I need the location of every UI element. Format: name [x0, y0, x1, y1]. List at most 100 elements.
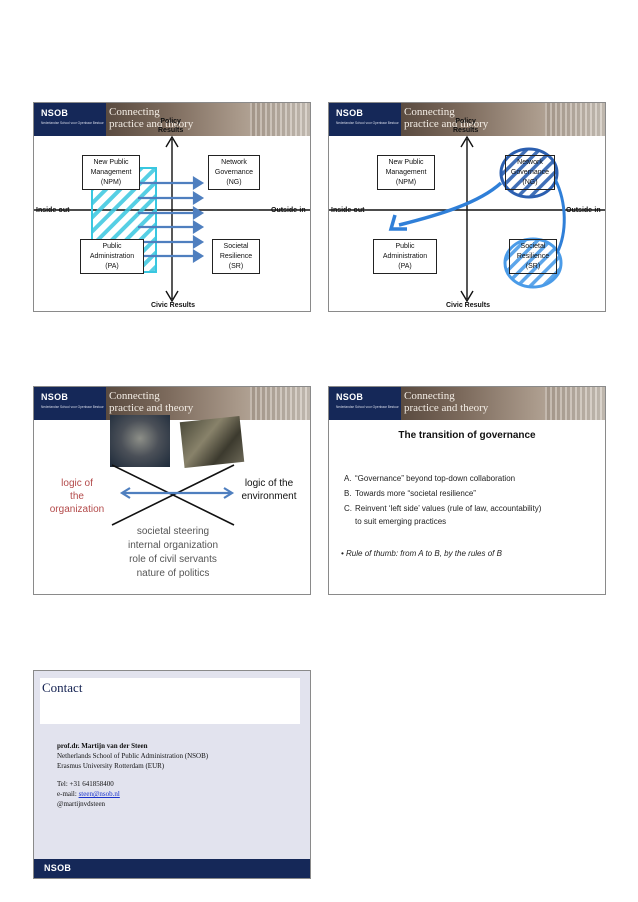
axis-top-label: Policy Results [453, 117, 478, 135]
quadrant-pa: Public Administration (PA) [373, 239, 437, 274]
logo-text: NSOB [336, 108, 364, 118]
logo-text: NSOB [336, 392, 364, 402]
list-item: B.Towards more “societal resilience” [344, 488, 594, 499]
logo-subtitle: Nederlandse School voor Openbaar Bestuur [41, 405, 104, 409]
axis-bottom-label: Civic Results [151, 302, 195, 309]
slide-quadrant-marked: NSOB Nederlandse School voor Openbaar Be… [328, 102, 606, 312]
sr-line3: (SR) [228, 263, 244, 270]
nsob-logo: NSOB Nederlandse School voor Openbaar Be… [34, 103, 106, 136]
slide-header: NSOB Nederlandse School voor Openbaar Be… [329, 387, 605, 420]
npm-line3: (NPM) [100, 179, 122, 186]
quadrant-npm: New Public Management (NPM) [82, 155, 140, 190]
nsob-logo: NSOB Nederlandse School voor Openbaar Be… [329, 103, 401, 136]
email-link[interactable]: steen@nsob.nl [78, 790, 120, 798]
sr-line2: Resilience [219, 253, 253, 260]
logic-environment-label: logic of the environment [234, 477, 304, 503]
axis-top-line2: Results [158, 127, 184, 134]
footer-logo: NSOB [44, 863, 72, 873]
list-item-key: A. [344, 474, 352, 483]
right-logic-line1: logic of the [244, 478, 294, 489]
list-item-continuation: to suit emerging practices [344, 516, 594, 527]
banner-title-line2: practice and theory [404, 118, 489, 130]
left-logic-line1: logic of [61, 478, 93, 489]
axis-top-line1: Policy [455, 118, 476, 125]
banner-title: Connecting practice and theory [404, 390, 488, 414]
list-item-text: to suit emerging practices [355, 517, 447, 526]
pa-line3: (PA) [105, 263, 119, 270]
contact-tel: Tel: +31 641858400 [57, 780, 114, 788]
contact-org2: Erasmus University Rotterdam (EUR) [57, 762, 165, 770]
npm-line2: Management [385, 169, 427, 176]
axis-right-label: Outside-in [566, 207, 601, 214]
list-item-key: C. [344, 504, 352, 513]
theme-item: nature of politics [136, 568, 210, 579]
list-item-key: B. [344, 489, 352, 498]
footer-bar: NSOB [34, 859, 310, 878]
ng-circle-mark [499, 147, 559, 199]
npm-line1: New Public [388, 159, 424, 166]
quadrant-sr: Societal Resilience (SR) [212, 239, 260, 274]
sr-line1: Societal [520, 243, 546, 250]
left-logic-line2: the organization [49, 491, 105, 515]
banner-title-line1: Connecting [109, 390, 160, 402]
slide-title: The transition of governance [398, 430, 536, 441]
contact-org1: Netherlands School of Public Administrat… [57, 752, 209, 760]
logo-text: NSOB [41, 108, 69, 118]
banner-title-line1: Connecting [404, 106, 455, 118]
banner-title: Connecting practice and theory [109, 390, 193, 414]
nsob-logo: NSOB Nederlandse School voor Openbaar Be… [329, 387, 401, 420]
rule-of-thumb: • Rule of thumb: from A to B, by the rul… [341, 549, 502, 558]
pa-line1: Public [102, 243, 122, 250]
quadrant-ng: Network Governance (NG) [208, 155, 260, 190]
logo-subtitle: Nederlandse School voor Openbaar Bestuur [336, 121, 399, 125]
pa-line3: (PA) [398, 263, 412, 270]
slide-logics: NSOB Nederlandse School voor Openbaar Be… [33, 386, 311, 595]
slide-header: NSOB Nederlandse School voor Openbaar Be… [34, 387, 310, 420]
banner-building-image [250, 103, 310, 136]
ng-line2: Governance [510, 169, 550, 176]
contact-email-row: e-mail: steen@nsob.nl [57, 789, 120, 799]
shift-arrow-head [388, 214, 407, 231]
theme-item: role of civil servants [129, 554, 217, 565]
header-banner: Connecting practice and theory [401, 103, 605, 136]
pa-line2: Administration [382, 253, 428, 260]
header-banner: Connecting practice and theory [106, 103, 310, 136]
slide-contact: Contact prof.dr. Martijn van der Steen N… [33, 670, 311, 879]
header-banner: Connecting practice and theory [401, 387, 605, 420]
list-item-text: “Governance” beyond top-down collaborati… [355, 474, 516, 483]
quadrant-sr: Societal Resilience (SR) [509, 239, 557, 274]
contact-title-box: Contact [40, 678, 300, 724]
theme-item: societal steering [136, 526, 210, 537]
axis-right-label: Outside-in [271, 207, 306, 214]
email-label: e-mail: [57, 790, 79, 798]
quadrant-ng: Network Governance (NG) [505, 155, 555, 190]
list-item-text: Reinvent ‘left side’ values (rule of law… [355, 504, 542, 513]
banner-title-line1: Connecting [404, 390, 455, 402]
quadrant-npm: New Public Management (NPM) [377, 155, 435, 190]
slide-header: NSOB Nederlandse School voor Openbaar Be… [34, 103, 310, 136]
nsob-logo: NSOB Nederlandse School voor Openbaar Be… [34, 387, 106, 420]
sr-line3: (SR) [525, 263, 541, 270]
list-item: A.“Governance” beyond top-down collabora… [344, 473, 594, 484]
list-item: C.Reinvent ‘left side’ values (rule of l… [344, 503, 594, 514]
banner-building-image [250, 387, 310, 420]
list-item-text: Towards more “societal resilience” [355, 489, 476, 498]
theme-item: internal organization [127, 540, 219, 551]
sr-line2: Resilience [516, 253, 550, 260]
slide-transition: NSOB Nederlandse School voor Openbaar Be… [328, 386, 606, 595]
logo-subtitle: Nederlandse School voor Openbaar Bestuur [336, 405, 399, 409]
axis-bottom-label: Civic Results [446, 302, 490, 309]
quadrant-diagram [329, 135, 605, 303]
connector-stroke [553, 178, 566, 254]
logic-cross-diagram [111, 464, 235, 526]
ng-line3: (NG) [522, 179, 538, 186]
axis-top-line2: Results [453, 127, 479, 134]
banner-title: Connecting practice and theory [109, 106, 193, 130]
npm-line2: Management [90, 169, 132, 176]
axis-top-label: Policy Results [158, 117, 183, 135]
contact-name: prof.dr. Martijn van der Steen [57, 742, 148, 750]
banner-building-image [545, 103, 605, 136]
ng-line1: Network [517, 159, 543, 166]
banner-title-line2: practice and theory [404, 402, 489, 414]
themes-list: societal steering internal organization … [109, 525, 237, 581]
